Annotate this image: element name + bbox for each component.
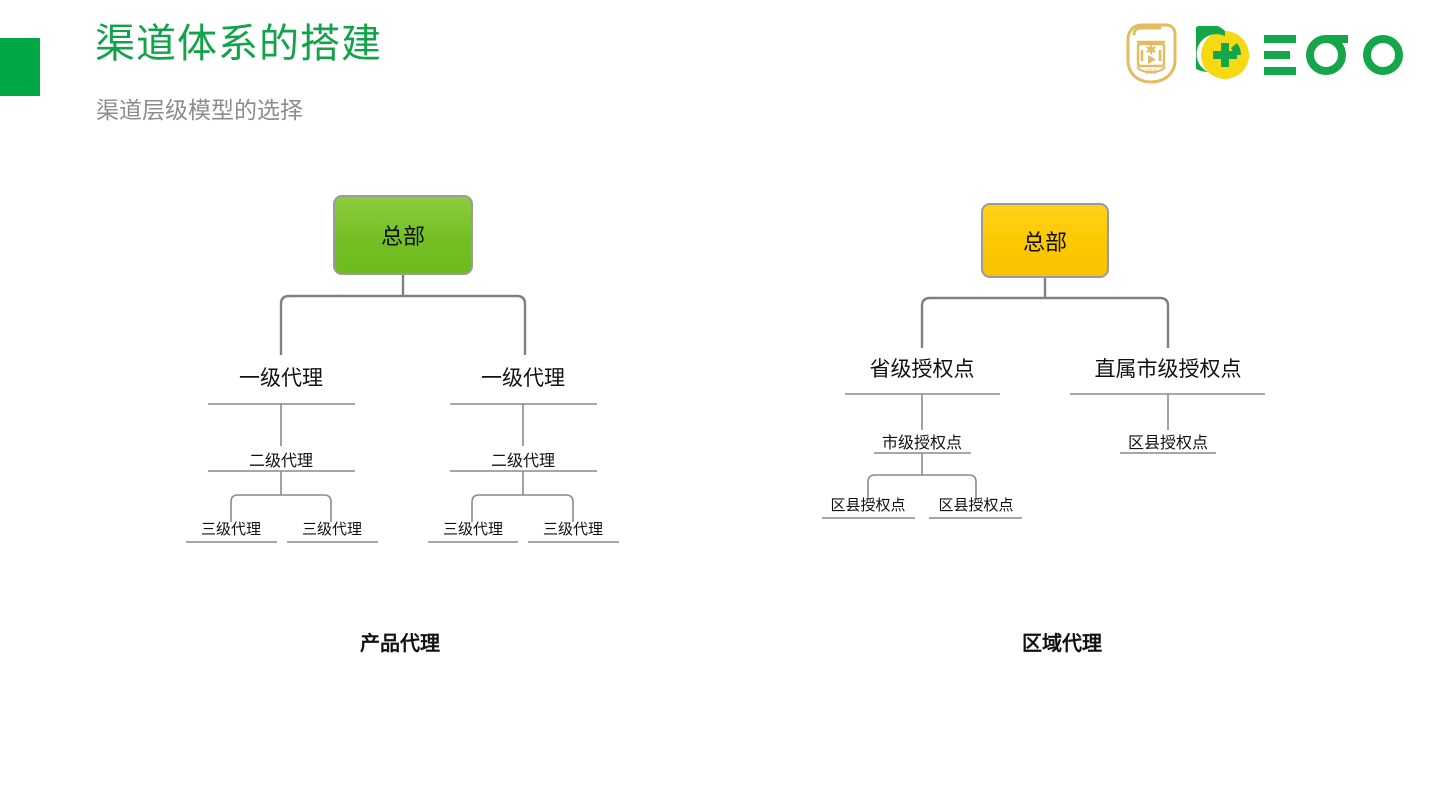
node-label: 总部 <box>1022 229 1067 255</box>
node-level1-left-b[interactable]: 一级代理 <box>481 362 565 392</box>
node-label: 三级代理 <box>200 521 262 538</box>
node-label: 一级代理 <box>481 367 565 390</box>
caption-text: 产品代理 <box>360 633 440 655</box>
node-label: 三级代理 <box>301 521 363 538</box>
node-label: 二级代理 <box>490 453 556 470</box>
brand-360-wordmark <box>1264 35 1403 76</box>
360-plus-circle-icon <box>1196 26 1249 79</box>
node-level3-right-b[interactable]: 区县授权点 <box>938 494 1013 515</box>
node-level2-right-b[interactable]: 区县授权点 <box>1128 429 1208 453</box>
node-label: 区县授权点 <box>938 497 1014 514</box>
node-level3-right-a[interactable]: 区县授权点 <box>830 494 905 515</box>
accent-bar <box>0 38 40 96</box>
node-label: 总部 <box>380 224 425 249</box>
node-level2-left-b[interactable]: 二级代理 <box>491 447 555 471</box>
brand-360-logo <box>1196 26 1406 84</box>
tree-connectors <box>186 275 1265 543</box>
page-title: 渠道体系的搭建 <box>95 22 382 66</box>
node-root-headquarters-right[interactable]: 总部 <box>981 203 1109 278</box>
diagram-stage: 总部 一级代理 一级代理 二级代理 二级代理 三级代理 三级代理 三级代理 三级… <box>0 150 1440 690</box>
node-level3-left-b[interactable]: 三级代理 <box>302 518 362 539</box>
node-label: 区县授权点 <box>1127 435 1209 452</box>
svg-text:360: 360 <box>1145 69 1157 76</box>
shield-emblem-icon: 360 <box>1120 20 1182 91</box>
node-level2-right-a[interactable]: 市级授权点 <box>882 429 962 453</box>
logo-group: 360 <box>1120 22 1406 88</box>
node-label: 三级代理 <box>542 521 604 538</box>
node-label: 省级授权点 <box>869 358 975 381</box>
caption-text: 区域代理 <box>1022 633 1102 655</box>
node-level3-left-a[interactable]: 三级代理 <box>201 518 261 539</box>
node-label: 一级代理 <box>239 367 323 390</box>
node-label: 市级授权点 <box>881 435 963 452</box>
node-label: 区县授权点 <box>830 497 906 514</box>
node-level1-right-b[interactable]: 直属市级授权点 <box>1095 353 1242 383</box>
node-root-headquarters-left[interactable]: 总部 <box>333 195 473 275</box>
caption-product-agency: 产品代理 <box>360 627 440 656</box>
node-level1-left-a[interactable]: 一级代理 <box>239 362 323 392</box>
node-label: 直属市级授权点 <box>1094 358 1242 381</box>
caption-regional-agency: 区域代理 <box>1022 627 1102 656</box>
page-subtitle: 渠道层级模型的选择 <box>96 97 303 123</box>
node-level3-left-d[interactable]: 三级代理 <box>543 518 603 539</box>
node-label: 三级代理 <box>442 521 504 538</box>
node-level2-left-a[interactable]: 二级代理 <box>249 447 313 471</box>
node-level1-right-a[interactable]: 省级授权点 <box>870 353 975 383</box>
node-label: 二级代理 <box>248 453 314 470</box>
node-level3-left-c[interactable]: 三级代理 <box>443 518 503 539</box>
